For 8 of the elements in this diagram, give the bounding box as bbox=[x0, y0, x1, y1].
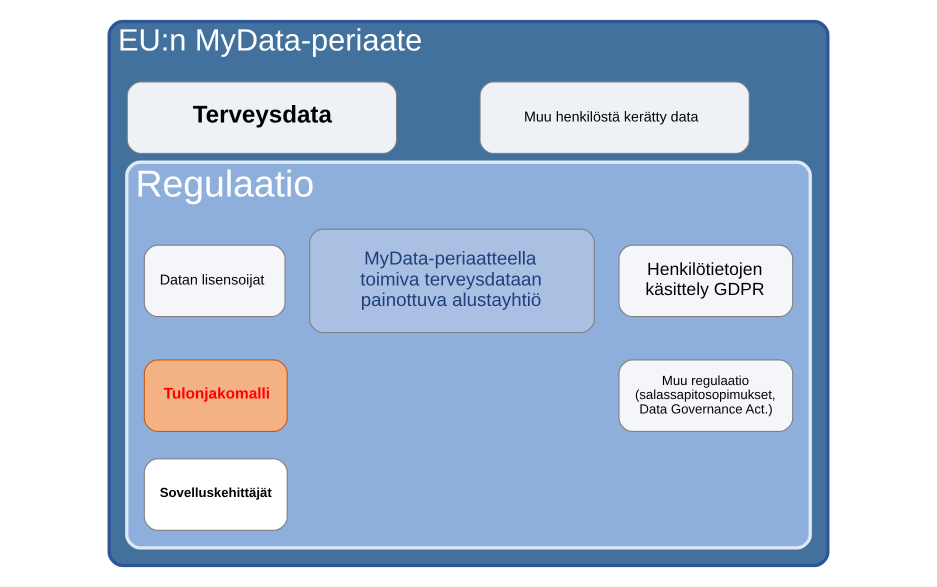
node-box: Datan lisensoijat bbox=[144, 244, 286, 318]
node-box: MyData-periaatteella toimiva terveysdataan painottuva alustayhtiö bbox=[309, 228, 595, 334]
node-box: Henkilötietojen käsittely GDPR bbox=[618, 244, 794, 318]
node-box: Muu regulaatio (salassapitosopimukset, Data Governance Act.) bbox=[618, 359, 794, 432]
node-box: Muu henkilöstä kerätty data bbox=[480, 81, 750, 154]
node-box: Sovelluskehittäjät bbox=[144, 458, 288, 531]
node-box: Tulonjakomalli bbox=[144, 359, 288, 432]
node-box: Terveysdata bbox=[126, 81, 398, 154]
